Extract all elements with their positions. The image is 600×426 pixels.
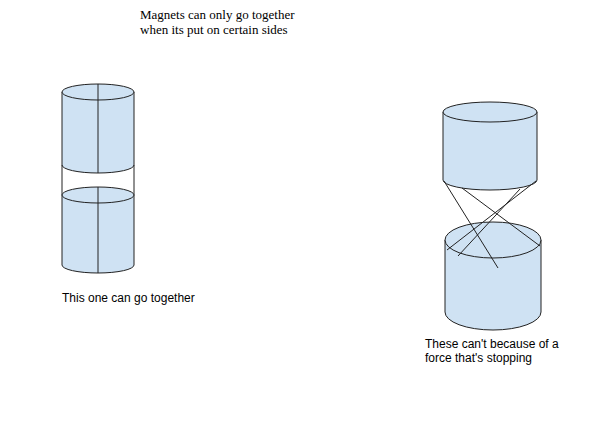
force-lines — [444, 181, 540, 268]
side-line — [134, 165, 135, 195]
magnet-cylinder — [443, 102, 537, 190]
magnet-cylinder — [62, 187, 134, 273]
caption-note: This one can go together — [62, 292, 262, 306]
side-line — [62, 165, 63, 195]
caption-note: These can't because of a force that's st… — [425, 338, 565, 366]
magnet-cylinder — [445, 222, 541, 330]
magnet-cylinder — [62, 84, 134, 173]
title: Magnets can only go together when its pu… — [140, 8, 315, 38]
